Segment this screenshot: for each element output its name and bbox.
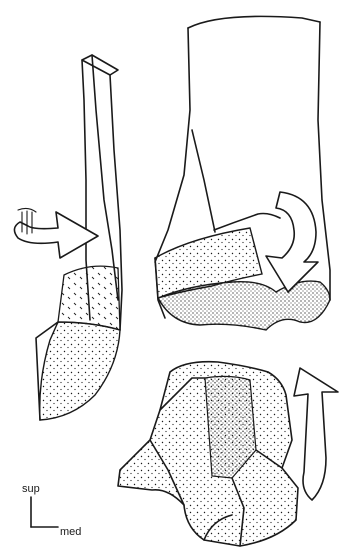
superior-label: sup [22,483,40,495]
orientation-indicator: sup med [22,483,81,538]
talus-drawing [118,362,298,546]
tibia-drawing [155,16,330,330]
medial-label: med [60,526,81,538]
tibia-rotation-arrow [266,192,318,292]
talus-rotation-arrow [294,368,338,500]
